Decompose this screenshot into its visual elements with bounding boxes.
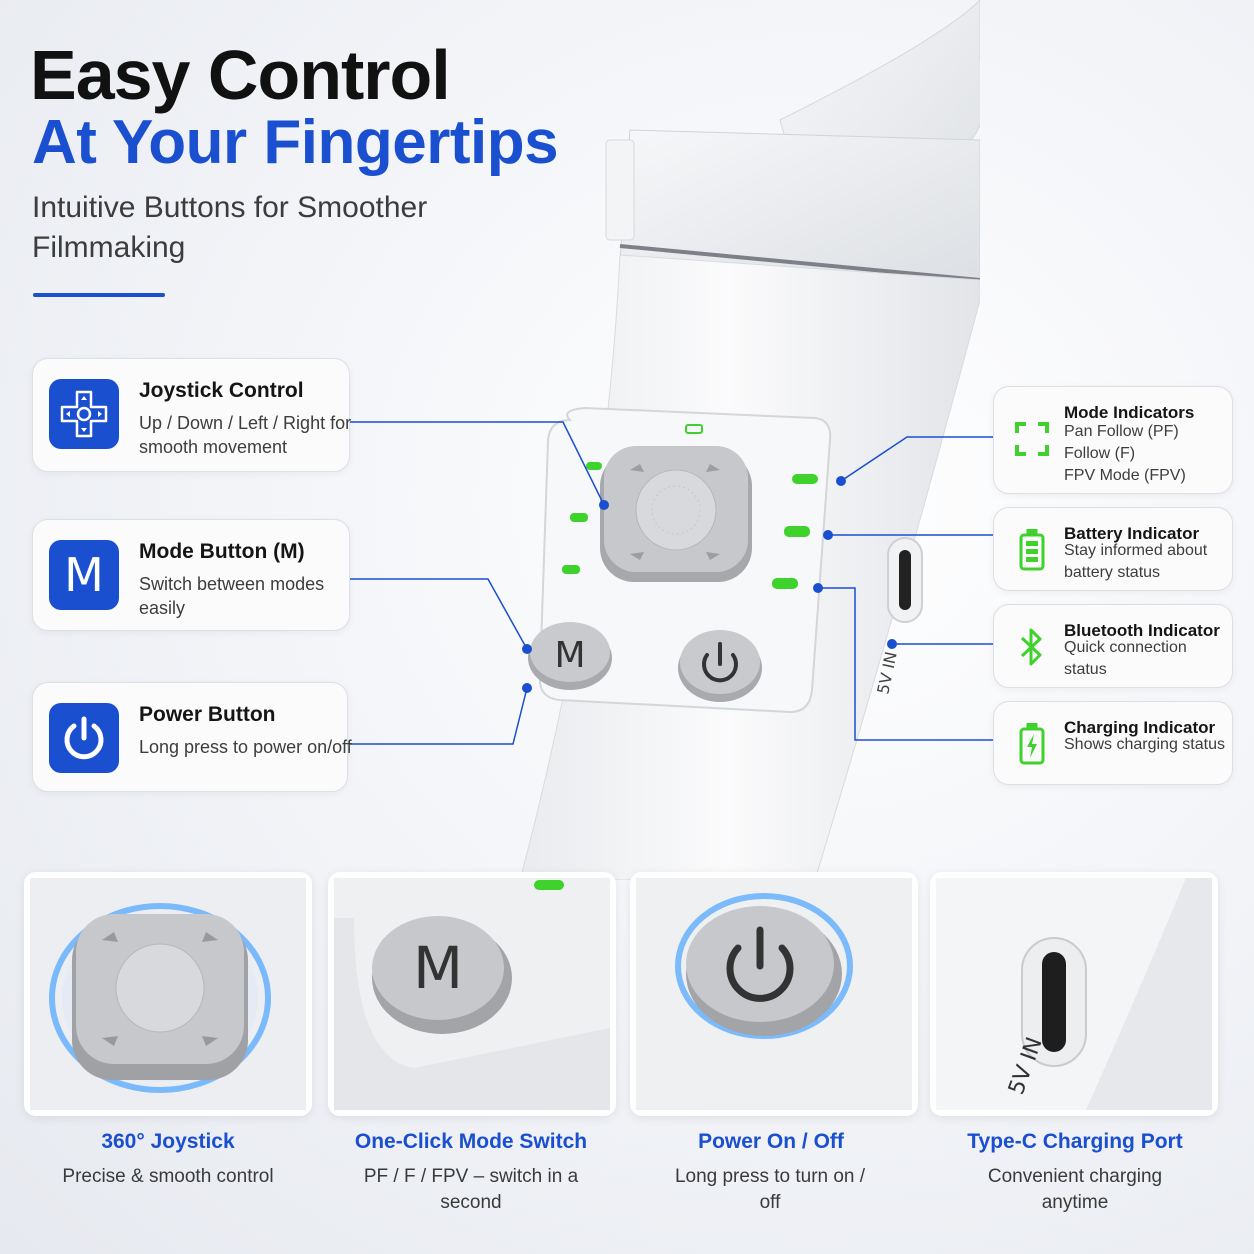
callout-title: Mode Button (M): [139, 540, 305, 563]
callout-mode-indicators: Mode Indicators Pan Follow (PF) Follow (…: [993, 386, 1233, 494]
battery-icon: [1012, 528, 1052, 572]
feature-desc: Precise & smooth control: [62, 1166, 274, 1187]
callout-title: Charging Indicator: [1064, 718, 1216, 737]
callout-title: Joystick Control: [139, 379, 304, 402]
feature-title: Power On / Off: [698, 1130, 844, 1153]
feature-title: Type-C Charging Port: [967, 1130, 1183, 1153]
callout-bluetooth-indicator: Bluetooth Indicator Quick connection sta…: [993, 604, 1233, 688]
mode-line: Follow (F): [1064, 445, 1136, 462]
feature-panel-mode-switch: M: [328, 872, 616, 1116]
power-button-closeup-illustration: [636, 878, 912, 1110]
left-led-column: [562, 462, 602, 574]
callout-desc: Quick connection status: [1064, 639, 1187, 678]
bluetooth-icon: [1012, 625, 1052, 669]
callout-battery-indicator: Battery Indicator Stay informed about ba…: [993, 507, 1233, 591]
feature-desc: Convenient charging anytime: [987, 1166, 1163, 1213]
headline-line-1: Easy Control: [30, 36, 451, 114]
callout-power-button: Power Button Long press to power on/off: [32, 682, 352, 792]
mode-button-closeup-illustration: M: [334, 878, 610, 1110]
feature-desc: PF / F / FPV – switch in a second: [363, 1166, 579, 1213]
callout-title: Power Button: [139, 703, 276, 726]
gimbal-device-illustration: M 5V IN: [519, 0, 980, 880]
subtitle: Intuitive Buttons for Smoother Filmmakin…: [32, 191, 428, 264]
callout-desc: Long press to power on/off: [139, 737, 352, 757]
dpad-icon: [49, 379, 119, 449]
feature-panel-power: [630, 872, 918, 1116]
callout-connectors: [350, 421, 993, 745]
callout-joystick-control: Joystick Control Up / Down / Left / Righ…: [32, 358, 351, 472]
m-letter-icon: M: [49, 540, 119, 610]
feature-panel-type-c: 5V IN: [930, 872, 1218, 1116]
callout-desc: Pan Follow (PF) Follow (F) FPV Mode (FPV…: [1064, 421, 1232, 487]
callout-desc: Switch between modes easily: [139, 574, 325, 618]
accent-divider: [33, 293, 165, 297]
callout-desc: Up / Down / Left / Right for smooth move…: [139, 413, 352, 457]
callout-mode-button: M Mode Button (M) Switch between modes e…: [32, 519, 350, 631]
callout-desc: Shows charging status: [1064, 736, 1225, 753]
m-button-label: M: [413, 934, 463, 1002]
type-c-port-closeup-illustration: 5V IN: [936, 878, 1212, 1110]
power-icon: [49, 703, 119, 773]
feature-title: One-Click Mode Switch: [354, 1130, 588, 1153]
headline-line-2: At Your Fingertips: [32, 108, 559, 177]
callout-title: Mode Indicators: [1064, 403, 1195, 422]
callout-charging-indicator: Charging Indicator Shows charging status: [993, 701, 1233, 785]
callout-title: Bluetooth Indicator: [1064, 621, 1220, 640]
right-led-column: [772, 474, 818, 589]
m-button-label: M: [554, 635, 585, 676]
callout-title: Battery Indicator: [1064, 524, 1200, 543]
feature-desc: Long press to turn on / off: [674, 1166, 866, 1213]
mode-line: FPV Mode (FPV): [1064, 467, 1186, 484]
callout-desc: Stay informed about battery status: [1064, 542, 1208, 581]
feature-panel-joystick: [24, 872, 312, 1116]
feature-title: 360° Joystick: [101, 1130, 235, 1153]
charging-battery-icon: [1012, 722, 1052, 766]
mode-line: Pan Follow (PF): [1064, 423, 1179, 440]
frame-brackets-icon: [1012, 417, 1052, 461]
joystick-closeup-illustration: [30, 878, 306, 1110]
